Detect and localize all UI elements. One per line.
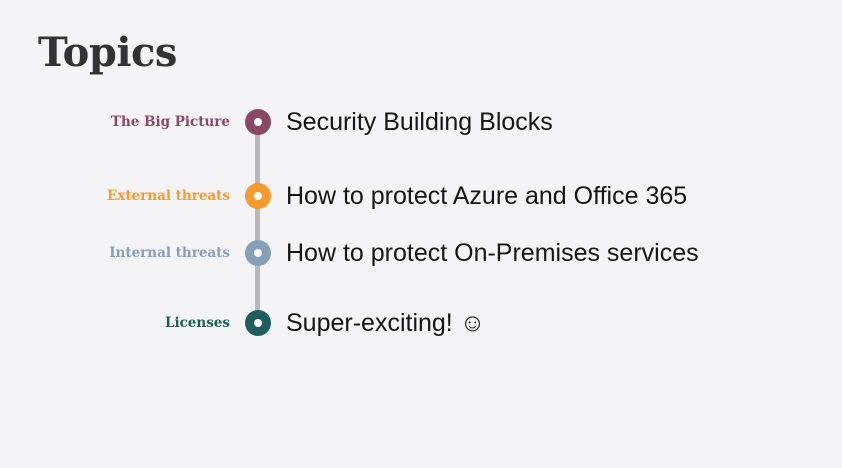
- topic-row-internal-threats: Internal threats How to protect On-Premi…: [0, 233, 842, 273]
- topic-row-external-threats: External threats How to protect Azure an…: [0, 176, 842, 216]
- topic-label: Internal threats: [109, 245, 230, 261]
- topic-text: Super-exciting! ☺: [286, 309, 486, 337]
- topic-text: Security Building Blocks: [286, 108, 553, 136]
- timeline-dot-icon: [245, 240, 271, 266]
- topic-text: How to protect Azure and Office 365: [286, 182, 688, 210]
- topic-label: The Big Picture: [110, 114, 230, 130]
- topic-text: How to protect On-Premises services: [286, 239, 699, 267]
- timeline-line: [255, 124, 260, 324]
- topic-label: Licenses: [164, 315, 230, 331]
- timeline-dot-icon: [245, 109, 271, 135]
- topic-row-licenses: Licenses Super-exciting! ☺: [0, 303, 842, 343]
- timeline-dot-icon: [245, 183, 271, 209]
- slide-title: Topics: [38, 29, 177, 76]
- timeline-dot-icon: [245, 310, 271, 336]
- topic-label: External threats: [106, 188, 230, 204]
- topic-row-big-picture: The Big Picture Security Building Blocks: [0, 102, 842, 142]
